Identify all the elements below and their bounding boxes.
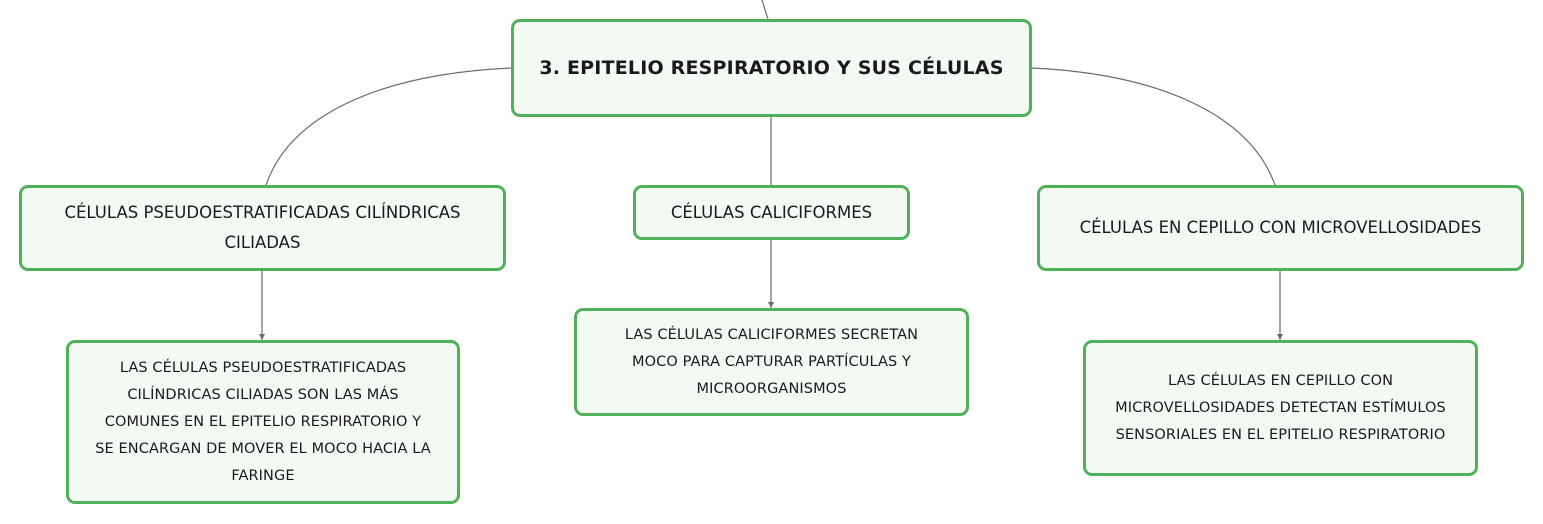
detail-node-text: LAS CÉLULAS PSEUDOESTRATIFICADAS CILÍNDR…: [95, 359, 431, 484]
arrowhead-branch-2-detail: [768, 302, 774, 308]
connector-root-to-branch-1: [265, 67, 512, 186]
detail-node-ciliated-cells[interactable]: LAS CÉLULAS PSEUDOESTRATIFICADAS CILÍNDR…: [66, 340, 460, 504]
arrowhead-branch-1-detail: [259, 334, 265, 340]
branch-node-ciliated-cells[interactable]: CÉLULAS PSEUDOESTRATIFICADAS CILÍNDRICAS…: [19, 185, 506, 271]
detail-node-text: LAS CÉLULAS CALICIFORMES SECRETAN MOCO P…: [624, 326, 919, 397]
branch-node-label: CÉLULAS PSEUDOESTRATIFICADAS CILÍNDRICAS…: [64, 203, 461, 252]
branch-node-goblet-cells[interactable]: CÉLULAS CALICIFORMES: [633, 185, 910, 240]
detail-node-text: LAS CÉLULAS EN CEPILLO CON MICROVELLOSID…: [1115, 372, 1446, 443]
branch-node-label: CÉLULAS CALICIFORMES: [670, 202, 873, 222]
root-node[interactable]: 3. EPITELIO RESPIRATORIO Y SUS CÉLULAS: [511, 19, 1032, 117]
detail-node-brush-cells[interactable]: LAS CÉLULAS EN CEPILLO CON MICROVELLOSID…: [1083, 340, 1478, 476]
root-node-label: 3. EPITELIO RESPIRATORIO Y SUS CÉLULAS: [539, 57, 1004, 79]
arrowhead-branch-3-detail: [1277, 334, 1283, 340]
branch-node-brush-cells[interactable]: CÉLULAS EN CEPILLO CON MICROVELLOSIDADES: [1037, 185, 1524, 271]
connector-parent-to-root: [761, 0, 769, 20]
connector-root-to-branch-3: [1031, 67, 1276, 186]
detail-node-goblet-cells[interactable]: LAS CÉLULAS CALICIFORMES SECRETAN MOCO P…: [574, 308, 969, 416]
branch-node-label: CÉLULAS EN CEPILLO CON MICROVELLOSIDADES: [1079, 218, 1482, 237]
